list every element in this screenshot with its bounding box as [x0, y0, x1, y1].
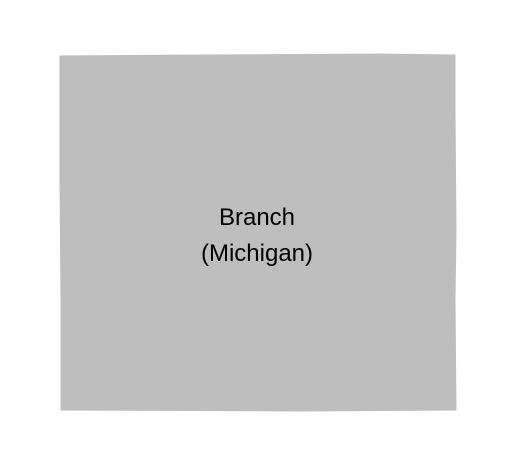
county-shape-branch[interactable]: [59, 53, 457, 412]
county-name: Branch: [218, 204, 296, 231]
county-label: Branch (Michigan): [157, 200, 357, 272]
county-state: (Michigan): [200, 240, 314, 267]
